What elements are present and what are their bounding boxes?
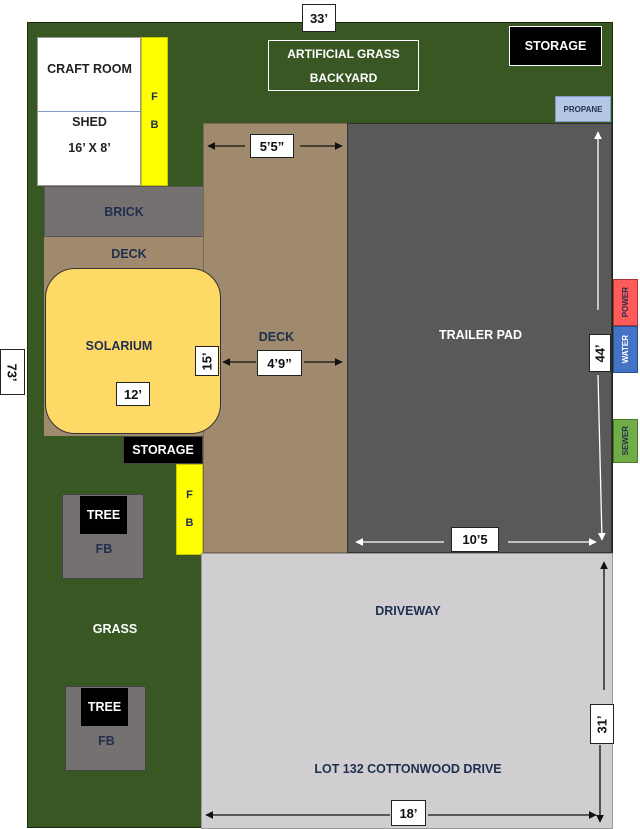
fb-lower-bed-label: FB [98,734,115,748]
shed-divider [38,111,141,112]
dim-drive-h: 31’ [590,704,614,744]
dim-deck-top: 5’5” [250,134,294,158]
storage-top-label: STORAGE [524,39,587,53]
trailer-pad: TRAILER PAD [347,123,612,553]
deck-center: DECK [203,123,348,553]
fb-upper: F B [141,37,168,186]
deck-center-label: DECK [258,330,295,344]
power-label: POWER [621,287,630,318]
driveway: DRIVEWAY LOT 132 COTTONWOOD DRIVE [201,553,613,829]
fb-upper-bed-label: FB [95,542,113,556]
fb-lower-label: F B [183,488,196,531]
shed-label: SHED [72,115,107,129]
shed-size-label: 16’ X 8’ [68,141,111,155]
fb-lower: F B [176,464,203,555]
dim-drive-w: 18’ [391,800,426,826]
sewer-label: SEWER [621,426,630,456]
dim-drive-h-label: 31’ [594,714,610,734]
dim-solarium-h-label: 15’ [199,351,215,371]
dim-pad-h: 44’ [589,334,611,372]
tree-upper: TREE [80,496,127,534]
sewer: SEWER [613,419,638,463]
tree-lower: TREE [81,688,128,726]
dim-pad-w: 10’5 [451,527,499,552]
power: POWER [613,279,638,326]
grass-label: GRASS [92,622,138,636]
dim-solarium-w: 12’ [116,382,150,406]
propane: PROPANE [555,96,611,122]
craft-room-label: CRAFT ROOM [47,62,132,76]
tree-upper-label: TREE [86,508,121,522]
storage-top: STORAGE [509,26,602,66]
dim-top-width: 33’ [302,4,336,32]
backyard-label-box: ARTIFICIAL GRASS BACKYARD [268,40,419,91]
dim-deck-mid: 4’9” [257,350,302,376]
dim-left-height: 73’ [0,349,25,395]
brick: BRICK [44,186,204,237]
dim-solarium-h: 15’ [195,346,219,376]
lot-label: LOT 132 COTTONWOOD DRIVE [314,762,502,776]
water-label: WATER [621,335,630,364]
propane-label: PROPANE [563,104,603,114]
backyard-line1: ARTIFICIAL GRASS [287,46,400,61]
deck-left-label: DECK [111,247,147,261]
fb-upper-label: F B [148,90,161,133]
brick-label: BRICK [104,204,144,219]
tree-lower-label: TREE [87,700,122,714]
tree-bed-lower: TREE FB [65,686,146,771]
solarium: SOLARIUM [45,268,221,434]
storage-mid: STORAGE [123,436,203,464]
solarium-label: SOLARIUM [85,339,153,353]
backyard-line2: BACKYARD [309,70,378,85]
trailer-pad-label: TRAILER PAD [438,328,523,342]
dim-left-height-label: 73’ [4,362,20,382]
water: WATER [613,326,638,373]
storage-mid-label: STORAGE [132,443,194,457]
driveway-label: DRIVEWAY [375,604,441,618]
shed: CRAFT ROOM SHED 16’ X 8’ [37,37,141,186]
tree-bed-upper: TREE FB [62,494,144,579]
dim-pad-h-label: 44’ [592,343,608,363]
